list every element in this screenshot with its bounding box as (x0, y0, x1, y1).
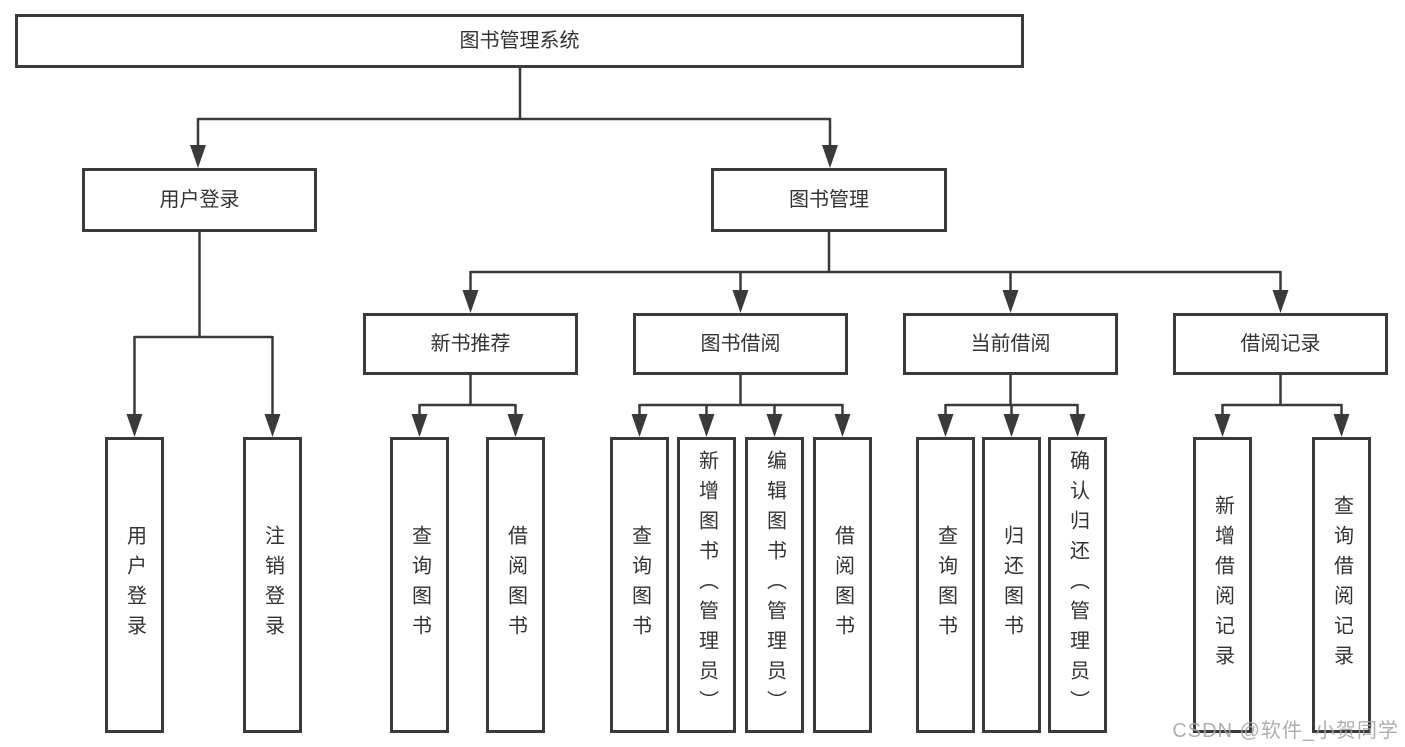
node-current-borrowing: 当前借阅 (903, 313, 1118, 375)
node-library-system: 图书管理系统 (15, 14, 1024, 68)
watermark-text: CSDN @软件_小贺同学 (1172, 720, 1399, 742)
node-book-borrowing: 图书借阅 (633, 313, 848, 375)
node-logout-op: 注销登录 (243, 437, 302, 733)
node-new-book-recommend: 新书推荐 (363, 313, 578, 375)
node-borrowing-records: 借阅记录 (1173, 313, 1388, 375)
node-br-add-record: 新增借阅记录 (1193, 437, 1252, 733)
node-user-login: 用户登录 (82, 168, 317, 232)
node-bb-edit-books-admin: 编辑图书（管理员） (745, 437, 804, 733)
node-book-management: 图书管理 (711, 168, 947, 232)
node-cb-confirm-return-admin: 确认归还（管理员） (1048, 437, 1107, 733)
node-rec-borrow-books: 借阅图书 (486, 437, 545, 733)
node-bb-add-books-admin: 新增图书（管理员） (677, 437, 736, 733)
node-cb-return-books: 归还图书 (982, 437, 1041, 733)
node-user-login-op: 用户登录 (105, 437, 164, 733)
node-br-query-record: 查询借阅记录 (1312, 437, 1371, 733)
node-bb-borrow-books: 借阅图书 (813, 437, 872, 733)
node-bb-query-books: 查询图书 (610, 437, 669, 733)
node-rec-query-books: 查询图书 (390, 437, 449, 733)
node-cb-query-books: 查询图书 (916, 437, 975, 733)
